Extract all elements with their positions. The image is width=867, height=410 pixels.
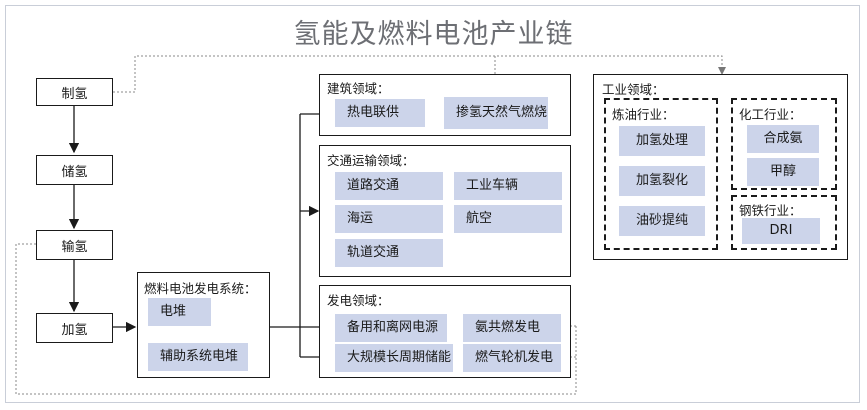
refining-hydrocracking: 加氢裂化 bbox=[619, 166, 705, 196]
industry-sector-box: 工业领域： 炼油行业： 加氢处理 加氢裂化 油砂提纯 化工行业： 合成氨 甲醇 … bbox=[593, 74, 848, 260]
power-ammonia-cofire: 氨共燃发电 bbox=[463, 314, 561, 342]
refining-header: 炼油行业： bbox=[612, 107, 675, 122]
power-header: 发电领域： bbox=[327, 293, 390, 308]
fuelcell-aux-stack: 辅助系统电堆 bbox=[148, 343, 248, 371]
diagram-title: 氢能及燃料电池产业链 bbox=[293, 19, 574, 50]
refining-hydrotreating: 加氢处理 bbox=[619, 126, 705, 156]
transport-rail: 轨道交通 bbox=[335, 239, 443, 267]
transport-industrial-vehicle: 工业车辆 bbox=[454, 172, 562, 200]
transport-sector-box: 交通运输领域： 道路交通 工业车辆 海运 航空 轨道交通 bbox=[319, 145, 571, 277]
building-header: 建筑领域： bbox=[327, 81, 390, 96]
chemical-group: 化工行业： 合成氨 甲醇 bbox=[731, 98, 837, 190]
node-refuel-hydrogen: 加氢 bbox=[36, 313, 113, 343]
transport-road: 道路交通 bbox=[335, 172, 443, 200]
power-backup-offgrid: 备用和离网电源 bbox=[335, 314, 447, 342]
fuelcell-system-box: 燃料电池发电系统： 电堆 辅助系统电堆 bbox=[137, 272, 270, 378]
building-chp: 热电联供 bbox=[335, 99, 425, 127]
node-produce-hydrogen: 制氢 bbox=[36, 78, 113, 106]
steel-group: 钢铁行业： DRI bbox=[731, 195, 837, 250]
refining-group: 炼油行业： 加氢处理 加氢裂化 油砂提纯 bbox=[604, 98, 718, 250]
dotted-link-industry bbox=[113, 55, 726, 93]
power-sector-box: 发电领域： 备用和离网电源 氨共燃发电 大规模长周期储能 燃气轮机发电 bbox=[319, 285, 571, 378]
power-longterm-storage: 大规模长周期储能 bbox=[335, 344, 453, 372]
chemical-ammonia: 合成氨 bbox=[747, 125, 819, 153]
dotted-link-power bbox=[15, 243, 577, 395]
fuelcell-stack: 电堆 bbox=[148, 298, 211, 326]
node-transport-hydrogen: 输氢 bbox=[36, 230, 113, 260]
steel-header: 钢铁行业： bbox=[739, 203, 802, 218]
building-blend-combustion: 掺氢天然气燃烧 bbox=[444, 97, 548, 129]
industry-header: 工业领域： bbox=[602, 82, 665, 97]
steel-dri: DRI bbox=[742, 218, 820, 244]
diagram-frame bbox=[5, 5, 860, 403]
power-gas-turbine: 燃气轮机发电 bbox=[463, 344, 561, 372]
building-sector-box: 建筑领域： 热电联供 掺氢天然气燃烧 bbox=[319, 74, 571, 136]
fuelcell-header: 燃料电池发电系统： bbox=[144, 281, 257, 296]
chemical-methanol: 甲醇 bbox=[747, 158, 819, 186]
chemical-header: 化工行业： bbox=[739, 107, 802, 122]
transport-shipping: 海运 bbox=[335, 205, 443, 233]
node-store-hydrogen: 储氢 bbox=[36, 155, 113, 185]
refining-oil-sands-upgrading: 油砂提纯 bbox=[619, 206, 705, 236]
transport-header: 交通运输领域： bbox=[327, 153, 415, 168]
transport-aviation: 航空 bbox=[454, 205, 562, 233]
